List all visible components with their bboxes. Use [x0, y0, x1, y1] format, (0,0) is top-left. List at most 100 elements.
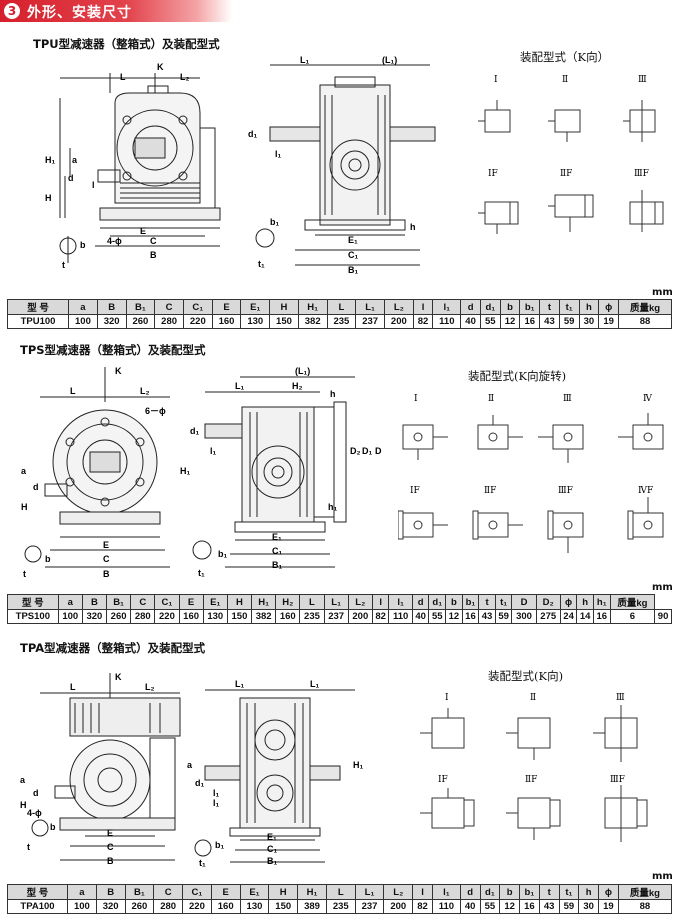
svg-text:l₁: l₁ — [213, 798, 220, 808]
tpu-header-cell: H₁ — [297, 299, 328, 315]
svg-text:B: B — [103, 569, 110, 579]
tps-header-cell: L₂ — [347, 594, 373, 610]
tps-assy-label-1: Ⅰ — [414, 394, 418, 404]
svg-text:L: L — [70, 682, 76, 692]
tps-header-cell: b — [445, 594, 463, 610]
tpu-assembly-diagrams: Ⅰ Ⅱ Ⅲ ⅠF ⅡF ⅢF — [450, 70, 675, 240]
svg-text:a: a — [20, 775, 26, 785]
tpa-header-cell: E₁ — [239, 884, 270, 900]
tps-header-cell: t₁ — [494, 594, 513, 610]
tps-assy-label-5: ⅠF — [410, 486, 420, 496]
svg-text:H₁: H₁ — [353, 760, 363, 770]
tpu-value-cell: 19 — [598, 314, 619, 329]
tps-header-cell: h₁ — [592, 594, 611, 610]
tpu-value-cell: 110 — [432, 314, 462, 329]
svg-text:B₁: B₁ — [272, 560, 282, 570]
svg-text:E: E — [103, 540, 109, 550]
tpu-header-cell: C₁ — [182, 299, 213, 315]
tpu-value-cell: 235 — [326, 314, 357, 329]
tps-header-cell: 质量kg — [609, 594, 656, 610]
tpa-header-cell: 型 号 — [7, 884, 68, 900]
svg-text:L₂: L₂ — [180, 72, 190, 82]
tps-front-labels: K L L₂ 6－ϕ a d H E C B b t — [21, 366, 166, 579]
tpu-header-cell: b — [499, 299, 521, 315]
svg-text:B: B — [150, 250, 157, 260]
tpu-assy-label-3: Ⅲ — [638, 75, 647, 85]
svg-text:E₁: E₁ — [267, 832, 277, 842]
tps-header-cell: H₂ — [275, 594, 301, 610]
tpa-header-cell: E — [210, 884, 241, 900]
tps-value-cell: 59 — [494, 609, 513, 624]
tps-header-cell: B₁ — [105, 594, 132, 610]
svg-text:a: a — [21, 466, 27, 476]
svg-text:h: h — [410, 222, 416, 232]
tpu-value-cell: 30 — [578, 314, 600, 329]
svg-text:C₁: C₁ — [272, 546, 282, 556]
tpa-front-view-drawing: K L L₂ a d H 4-ϕ b t E C B — [15, 668, 195, 868]
tps-header-cell: C — [130, 594, 156, 610]
svg-text:b₁: b₁ — [215, 840, 224, 850]
tps-header-cell: L₁ — [323, 594, 349, 610]
svg-text:d₁: d₁ — [190, 426, 199, 436]
svg-text:t: t — [23, 569, 26, 579]
tpa-header-cell: C₁ — [182, 884, 212, 900]
tpa-value-cell: 237 — [354, 899, 385, 914]
tpu-value-cell: 260 — [125, 314, 156, 329]
tpa-header-cell: L₂ — [383, 884, 414, 900]
tps-value-cell: 90 — [654, 609, 672, 624]
svg-text:C: C — [107, 842, 114, 852]
tps-header-cell: b₁ — [461, 594, 480, 610]
tps-unit-label: mm — [652, 582, 673, 593]
tps-value-cell: 160 — [178, 609, 204, 624]
tpa-header-cell: L — [325, 884, 356, 900]
svg-text:b: b — [80, 240, 86, 250]
svg-text:b₁: b₁ — [270, 217, 279, 227]
svg-text:H: H — [45, 193, 52, 203]
svg-text:6－ϕ: 6－ϕ — [145, 406, 166, 416]
tpu-header-cell: h — [578, 299, 600, 315]
tps-value-cell: 82 — [371, 609, 390, 624]
tps-value-cell: 12 — [445, 609, 463, 624]
svg-text:C: C — [150, 236, 157, 246]
svg-text:L: L — [70, 386, 76, 396]
svg-text:K: K — [115, 672, 122, 682]
svg-text:h: h — [330, 389, 336, 399]
tps-header-cell: h — [576, 594, 594, 610]
tpu-front-view-drawing: L K L₂ H₁ a d l H E 4-ϕ C B b t — [40, 58, 225, 273]
tps-header-cell: D — [511, 594, 537, 610]
svg-text:D: D — [375, 446, 382, 456]
tpa-value-cell: 43 — [538, 899, 560, 914]
svg-text:(L₁): (L₁) — [382, 55, 397, 65]
tpa-assy-label-3: Ⅲ — [616, 693, 625, 703]
svg-text:b: b — [50, 822, 56, 832]
tps-value-cell: 235 — [299, 609, 325, 624]
tps-assy-label-7: ⅢF — [558, 486, 573, 496]
svg-text:C₁: C₁ — [267, 844, 277, 854]
tps-header-cell: H — [226, 594, 253, 610]
tps-header-cell: L — [299, 594, 325, 610]
tpa-value-cell: 82 — [412, 899, 433, 914]
tpa-value-cell: 88 — [617, 899, 673, 914]
tps-value-cell: 14 — [576, 609, 594, 624]
tpa-value-cell: 12 — [499, 899, 521, 914]
svg-text:l₁: l₁ — [213, 788, 220, 798]
section-number-badge: 3 — [4, 3, 20, 19]
tpu-value-cell: 43 — [539, 314, 560, 329]
svg-text:B: B — [107, 856, 114, 866]
svg-text:H₁: H₁ — [45, 155, 55, 165]
tpa-value-cell: 40 — [459, 899, 481, 914]
svg-text:D₂: D₂ — [350, 446, 361, 456]
tps-value-cell: 200 — [347, 609, 373, 624]
tpu-side-view-drawing: L₁ (L₁) d₁ l₁ h E₁ C₁ B₁ b₁ t₁ — [240, 55, 440, 275]
tpu-unit-label: mm — [652, 287, 673, 298]
tpa-value-cell: 150 — [268, 899, 299, 914]
tpu-header-cell: L — [326, 299, 357, 315]
tpu-header-cell: l — [412, 299, 434, 315]
svg-text:d: d — [33, 482, 39, 492]
svg-text:D₁: D₁ — [362, 446, 372, 456]
tpu-header-cell: a — [68, 299, 98, 315]
svg-text:L₁: L₁ — [310, 679, 319, 689]
tpa-value-cell: 160 — [210, 899, 241, 914]
tps-value-cell: 6 — [609, 609, 656, 624]
